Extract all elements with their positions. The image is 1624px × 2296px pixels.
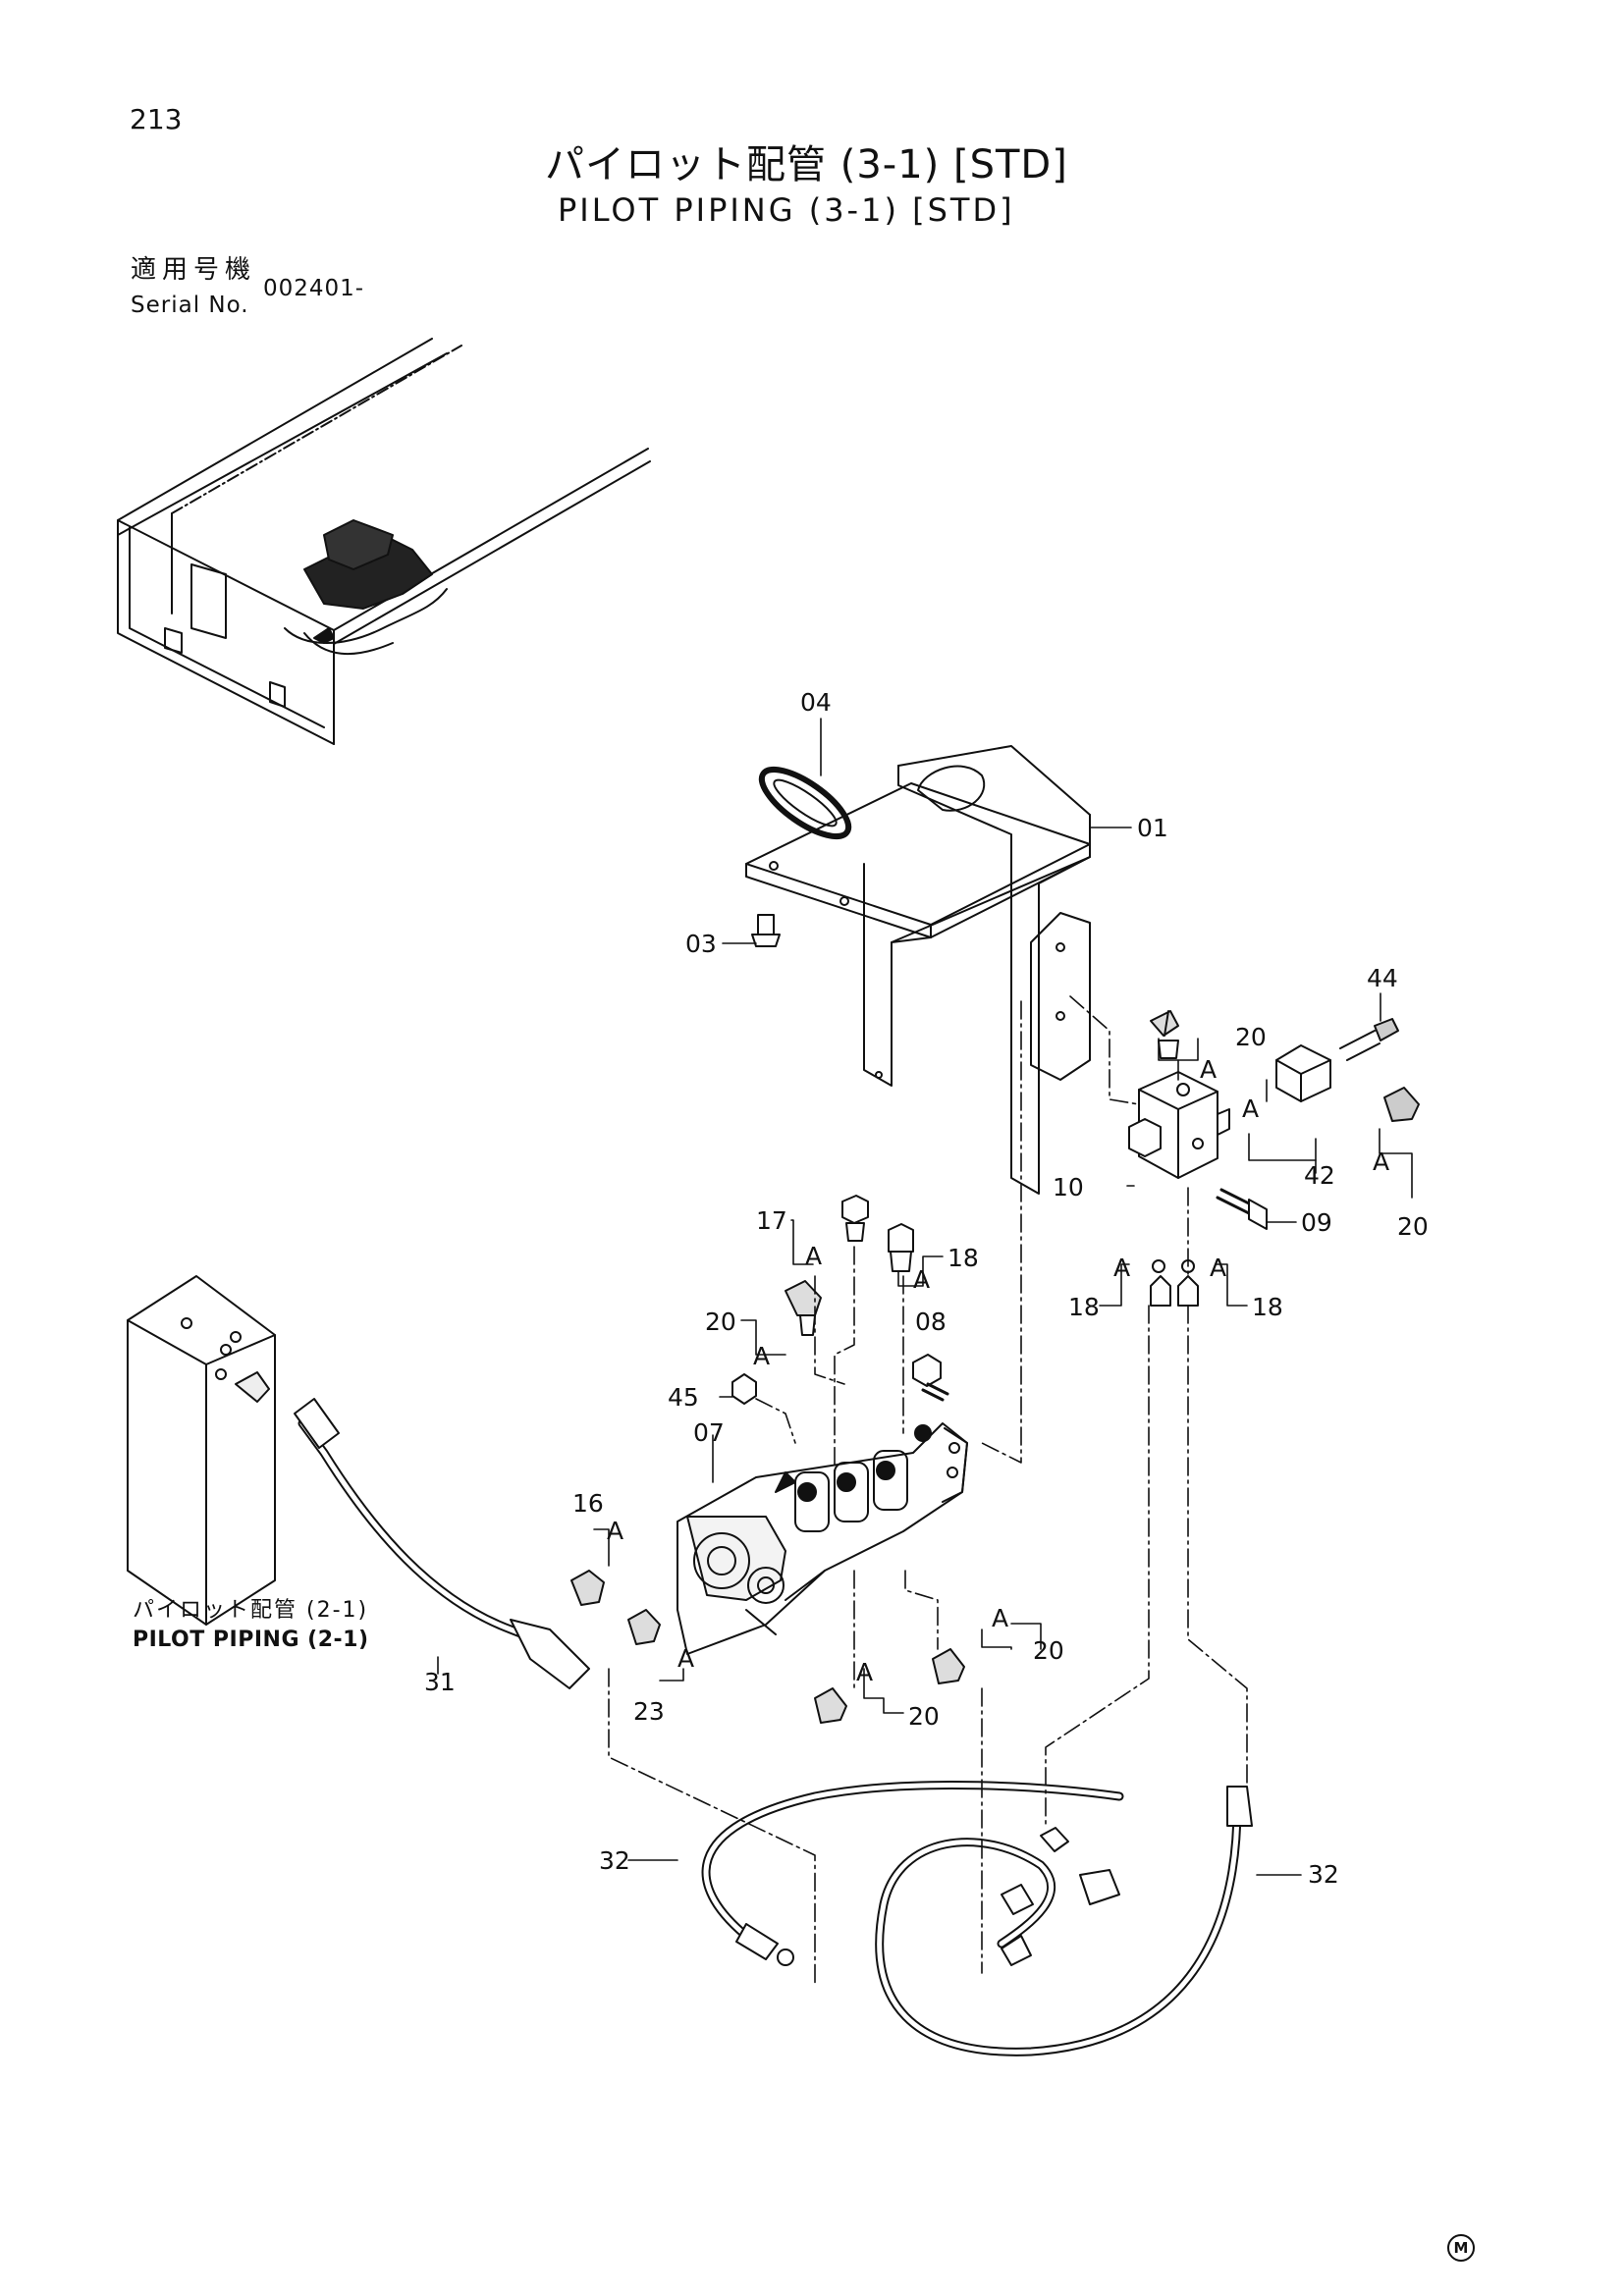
callout-03: 03 bbox=[685, 930, 717, 958]
callout-45: 45 bbox=[668, 1383, 699, 1412]
callout-20-lower-right: 20 bbox=[1033, 1636, 1064, 1665]
hose-part-32-left bbox=[701, 1780, 1124, 1966]
callout-a-6: A bbox=[1113, 1254, 1130, 1282]
control-valve-part-07 bbox=[677, 1422, 968, 1655]
callout-18-left: 18 bbox=[1068, 1293, 1100, 1321]
fitting-part-16 bbox=[570, 1570, 605, 1606]
reference-label-english: PILOT PIPING (2-1) bbox=[133, 1628, 369, 1652]
callout-20-top: 20 bbox=[1235, 1023, 1267, 1051]
elbow-fitting-20c bbox=[785, 1280, 822, 1336]
callout-08: 08 bbox=[915, 1308, 947, 1336]
bolt-part-09 bbox=[1216, 1188, 1268, 1230]
callout-04: 04 bbox=[800, 688, 832, 717]
serial-number-value: 002401- bbox=[263, 276, 365, 301]
callout-07: 07 bbox=[693, 1418, 725, 1447]
bolt-part-03 bbox=[751, 914, 781, 947]
hose-part-31 bbox=[294, 1398, 590, 1689]
manufacturer-mark: M bbox=[1447, 2234, 1475, 2262]
callout-a-12: A bbox=[856, 1658, 873, 1686]
serial-label-japanese: 適用号機 bbox=[131, 255, 257, 285]
fitting-part-23 bbox=[627, 1609, 661, 1645]
callout-18-right: 18 bbox=[1252, 1293, 1283, 1321]
valve-part-10 bbox=[1128, 1071, 1230, 1179]
fitting-part-18-top bbox=[888, 1223, 914, 1272]
callout-20-mid: 20 bbox=[705, 1308, 736, 1336]
callout-a-4: A bbox=[805, 1242, 822, 1270]
nut-part-45 bbox=[731, 1373, 757, 1405]
reference-label-japanese: パイロット配管 (2-1) bbox=[133, 1598, 369, 1623]
callout-44: 44 bbox=[1367, 964, 1398, 992]
callout-18-top: 18 bbox=[947, 1244, 979, 1272]
bolt-part-08 bbox=[912, 1354, 949, 1402]
elbow-fitting-20a bbox=[1150, 1010, 1179, 1059]
callout-42: 42 bbox=[1304, 1161, 1335, 1190]
valve-bracket bbox=[745, 745, 1091, 1195]
callout-32-left: 32 bbox=[599, 1846, 630, 1875]
elbow-fitting-20d bbox=[814, 1687, 847, 1724]
callout-a-10: A bbox=[677, 1644, 694, 1673]
callout-a-8: A bbox=[753, 1342, 770, 1370]
elbow-fitting-20e bbox=[932, 1648, 965, 1684]
callout-17: 17 bbox=[756, 1206, 787, 1235]
callout-a-9: A bbox=[607, 1517, 623, 1545]
hose-part-32-right bbox=[875, 1786, 1253, 2056]
plug-part-17 bbox=[841, 1195, 869, 1242]
page-number: 213 bbox=[130, 103, 183, 135]
callout-09: 09 bbox=[1301, 1208, 1332, 1237]
machine-overview-illustration bbox=[117, 338, 651, 745]
center-lines bbox=[608, 995, 1248, 1984]
callout-16: 16 bbox=[572, 1489, 604, 1518]
callout-32-right: 32 bbox=[1308, 1860, 1339, 1889]
callout-a-11: A bbox=[992, 1604, 1008, 1632]
callout-a-2: A bbox=[1242, 1095, 1259, 1123]
callout-a-1: A bbox=[1200, 1055, 1217, 1084]
callout-23: 23 bbox=[633, 1697, 665, 1726]
callout-a-7: A bbox=[1210, 1254, 1226, 1282]
page-title-japanese: パイロット配管 (3-1) [STD] bbox=[545, 142, 1068, 187]
callout-20-right: 20 bbox=[1397, 1212, 1429, 1241]
leader-lines bbox=[437, 718, 1413, 1876]
callout-labels: 04 01 03 44 20 A A 42 A 20 10 09 17 A 18… bbox=[424, 688, 1429, 1889]
grommet-part-04 bbox=[758, 766, 852, 840]
fittings-part-18-right bbox=[1150, 1259, 1199, 1307]
elbow-fitting-20b bbox=[1383, 1087, 1420, 1122]
callout-20-lower: 20 bbox=[908, 1702, 940, 1731]
callout-a-5: A bbox=[913, 1265, 930, 1294]
callout-01: 01 bbox=[1137, 814, 1168, 842]
fitting-part-44 bbox=[1339, 1018, 1399, 1061]
serial-label-english: Serial No. bbox=[131, 293, 249, 318]
pilot-pump-box bbox=[127, 1275, 276, 1626]
callout-31: 31 bbox=[424, 1668, 456, 1696]
connector-part-42 bbox=[1275, 1044, 1331, 1102]
page-title-english: PILOT PIPING (3-1) [STD] bbox=[558, 191, 1015, 229]
callout-10: 10 bbox=[1053, 1173, 1084, 1201]
callout-a-3: A bbox=[1373, 1148, 1389, 1176]
